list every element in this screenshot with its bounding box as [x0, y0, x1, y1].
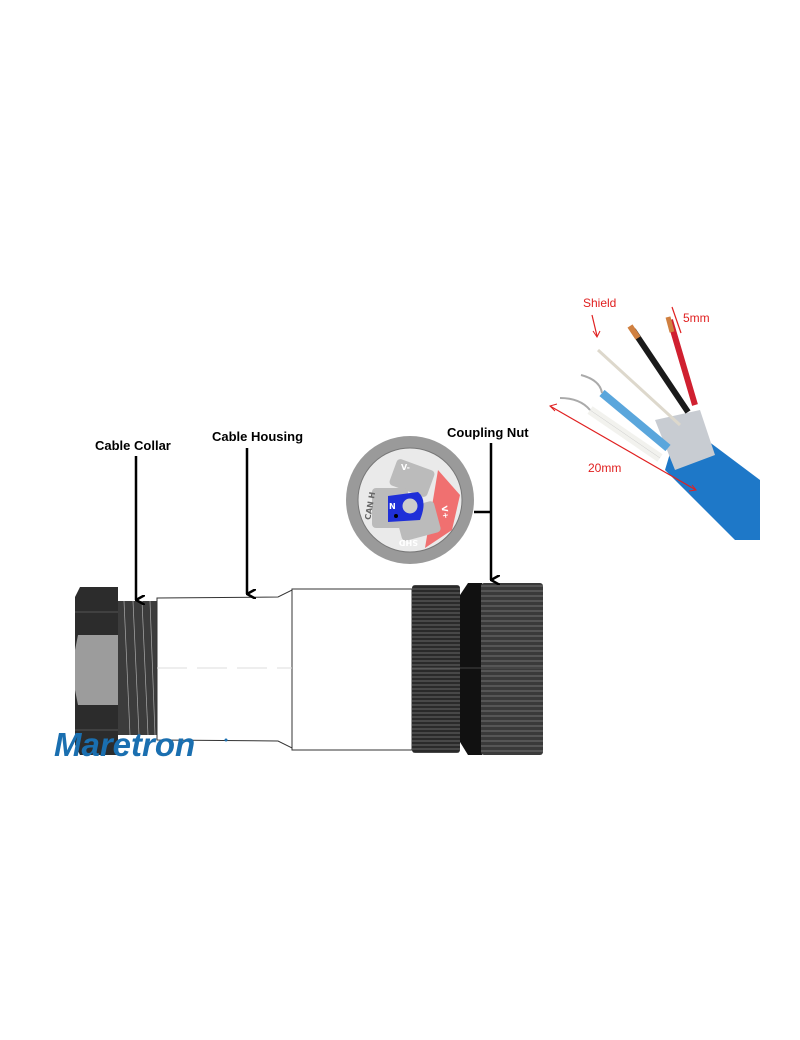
pin-label-top: V- [401, 463, 410, 472]
pinout-face: V- V+ CAN H SHD N [346, 436, 474, 564]
maretron-logo: Maretron [54, 726, 195, 763]
dimension-20mm [549, 405, 697, 491]
wire-drain [596, 348, 682, 427]
label-20mm: 20mm [588, 461, 621, 475]
connector [75, 583, 543, 755]
foil-shield [655, 410, 715, 470]
label-shield: Shield [583, 296, 616, 310]
wire-black [630, 328, 691, 414]
cable-photo: Shield 5mm 20mm [549, 296, 760, 540]
label-cable-housing: Cable Housing [212, 429, 303, 444]
pin-label-center: N [389, 502, 396, 511]
cable-collar [118, 600, 157, 736]
pin-label-right: V+ [439, 505, 450, 519]
coupling-nut [412, 583, 543, 755]
wire-red [667, 319, 698, 406]
label-coupling-nut: Coupling Nut [447, 425, 529, 440]
wire-blue [599, 389, 671, 452]
pin-label-bottom: SHD [399, 538, 418, 547]
hex-nut [75, 587, 118, 755]
cable-housing [156, 588, 413, 751]
label-cable-collar: Cable Collar [95, 438, 171, 453]
label-5mm: 5mm [683, 311, 710, 325]
